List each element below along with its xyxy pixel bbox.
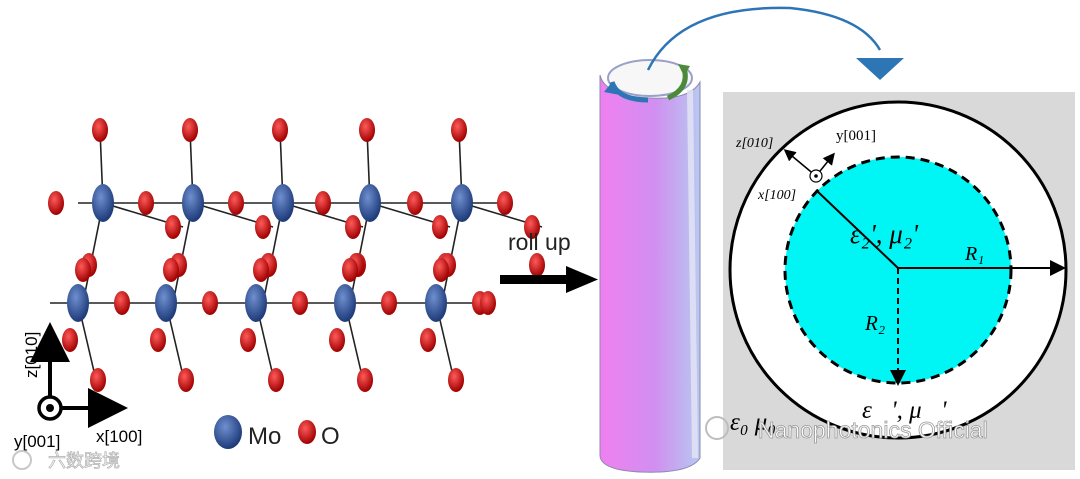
local-x-label: x[100] [757, 188, 796, 203]
core-permittivity-label: ε₂', μ₂' [850, 219, 919, 249]
crystal-z-label: z[010] [22, 332, 41, 378]
oxygen-atom [163, 258, 179, 282]
oxygen-atom [529, 253, 545, 277]
oxygen-atom [342, 258, 358, 282]
crystal-axes: z[010] x[100] y[001] [14, 322, 142, 451]
oxygen-atom [138, 191, 154, 215]
shell-tensor-label: ε⃗', μ⃗' [862, 397, 947, 424]
local-z-label: z[010] [735, 136, 773, 151]
r1-label: R₁ [964, 243, 984, 265]
oxygen-atom [150, 328, 166, 352]
crystal-y-label: y[001] [14, 432, 60, 451]
oxygen-atom [48, 191, 64, 215]
oxygen-atom [228, 191, 244, 215]
oxygen-atom [381, 291, 397, 315]
oxygen-atom [432, 215, 448, 239]
local-y-label: y[001] [836, 128, 876, 144]
oxygen-atom [345, 215, 361, 239]
watermark-right: Nanophotonics Official [758, 417, 988, 443]
nanotube-top-rim [607, 59, 693, 97]
r2-label: R₂ [864, 311, 885, 335]
zoom-arrowhead [856, 58, 904, 80]
oxygen-atom [165, 215, 181, 239]
oxygen-atom [240, 328, 256, 352]
local-x-dot [814, 174, 818, 178]
y-axis-dot [46, 404, 54, 412]
oxygen-atom [480, 291, 496, 315]
molybdenum-atom [334, 284, 356, 322]
oxygen-atom [329, 328, 345, 352]
crystal-x-label: x[100] [96, 427, 142, 446]
oxygen-atom [359, 118, 375, 142]
roll-up-arrow-head [566, 266, 598, 293]
rotation-arrowhead-green [678, 64, 690, 76]
moo3-lattice [48, 118, 545, 392]
oxygen-atom [420, 328, 436, 352]
roll-up-arrow: roll up [500, 229, 598, 293]
atom-legend: Mo O [214, 415, 340, 450]
radial-line [815, 189, 899, 269]
legend-mo-icon [214, 415, 242, 449]
molybdenum-atom [272, 184, 294, 222]
watermarks: Nanophotonics Official 六数跨境 [12, 416, 988, 471]
oxygen-atom [524, 215, 540, 239]
oxygen-atom [178, 368, 194, 392]
oxygen-atom [92, 118, 108, 142]
oxygen-atom [357, 368, 373, 392]
oxygen-atom [292, 291, 308, 315]
nanotube-body [599, 74, 701, 473]
zoom-curve-arrow [646, 6, 882, 71]
molybdenum-atom [425, 284, 447, 322]
roll-up-arrow-shaft [500, 275, 570, 284]
oxygen-atom [448, 368, 464, 392]
molybdenum-atom [92, 184, 114, 222]
roll-up-label: roll up [508, 229, 571, 255]
oxygen-atom [75, 258, 91, 282]
nanotube-highlight [687, 89, 698, 459]
legend-o-label: O [321, 423, 340, 450]
oxygen-atom [114, 291, 130, 315]
nanotube [599, 6, 904, 473]
wechat-icon [705, 416, 729, 440]
oxygen-atom [315, 191, 331, 215]
molybdenum-atom [182, 184, 204, 222]
watermark-left-icon [12, 450, 32, 470]
oxygen-atom [272, 118, 288, 142]
oxygen-atom [202, 291, 218, 315]
watermark-left: 六数跨境 [48, 451, 120, 471]
oxygen-atom [90, 368, 106, 392]
oxygen-atom [182, 118, 198, 142]
oxygen-atom [433, 258, 449, 282]
rotation-arrowhead-blue [604, 82, 620, 95]
oxygen-atom [407, 191, 423, 215]
oxygen-atom [268, 368, 284, 392]
molybdenum-atom [359, 184, 381, 222]
background-permittivity-label: ε₀ μ₀ [730, 409, 776, 436]
oxygen-atom [451, 118, 467, 142]
oxygen-atom [62, 328, 78, 352]
cross-section: z[010] y[001] x[100] ε₂', μ₂' R₁ R₂ ε⃗',… [723, 92, 1075, 470]
legend-o-icon [298, 420, 316, 444]
oxygen-atom [253, 258, 269, 282]
molybdenum-atom [451, 184, 473, 222]
molybdenum-atom [245, 284, 267, 322]
molybdenum-atom [155, 284, 177, 322]
oxygen-atom [497, 191, 513, 215]
oxygen-atom [255, 215, 271, 239]
molybdenum-atom [67, 284, 89, 322]
legend-mo-label: Mo [248, 423, 281, 450]
